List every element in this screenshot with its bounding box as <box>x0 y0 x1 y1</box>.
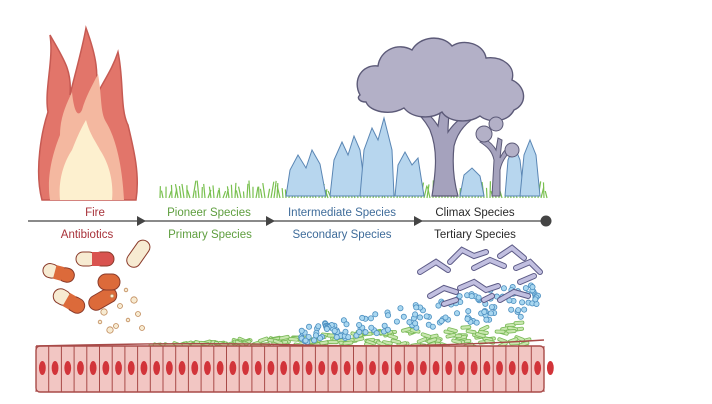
epithelial-cell-icon <box>35 339 554 393</box>
stage-label-secondary: Secondary Species <box>292 229 392 241</box>
stage-label-fire: Fire <box>85 207 105 219</box>
bacteria-icon <box>418 245 542 306</box>
stage-label-tertiary: Tertiary Species <box>434 229 516 241</box>
arrow-icon <box>137 216 146 226</box>
arrow-icon <box>414 216 423 226</box>
tree-icon <box>356 37 525 197</box>
arrow-icon <box>266 216 275 226</box>
stage-label-intermediate: Intermediate Species <box>287 207 397 219</box>
axis-end-icon <box>540 215 552 227</box>
flame-icon <box>37 25 139 201</box>
stage-label-primary: Primary Species <box>168 229 252 241</box>
stage-label-climax: Climax Species <box>435 207 515 219</box>
pill-icon <box>42 239 151 314</box>
stage-label-antibiotics: Antibiotics <box>60 229 114 241</box>
pill-fragments <box>97 287 145 334</box>
stage-label-pioneer: Pioneer Species <box>167 207 251 219</box>
timeline-axis <box>28 215 552 227</box>
bacteria-icon <box>298 282 541 346</box>
